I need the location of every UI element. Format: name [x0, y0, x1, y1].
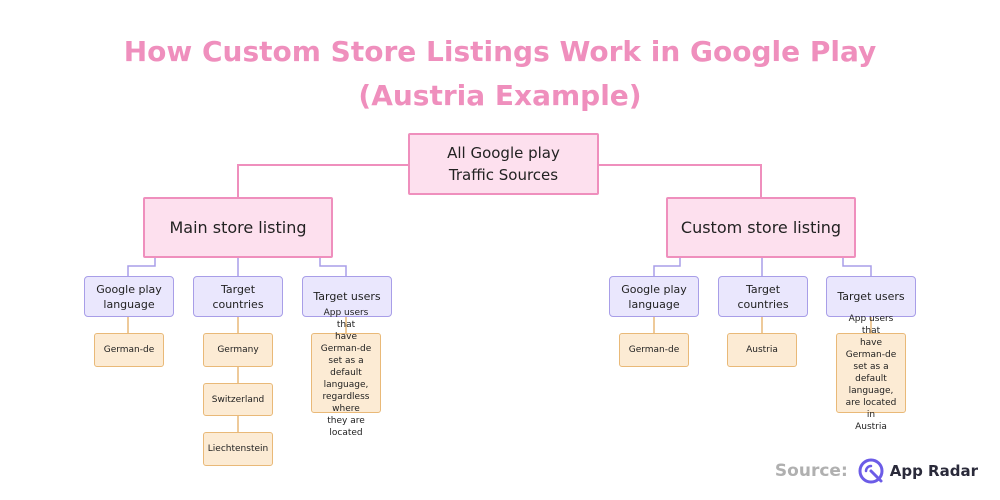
- main-users-node: Target users: [302, 276, 392, 317]
- app-radar-logo-icon: [858, 458, 884, 484]
- custom-language-line-2: language: [628, 297, 680, 311]
- app-radar-brand: App Radar: [889, 462, 978, 480]
- main-language-node: Google play language: [84, 276, 174, 317]
- main-store-listing-node: Main store listing: [143, 197, 333, 258]
- title-line-2: (Austria Example): [358, 79, 642, 112]
- main-users-desc-line: App users that: [323, 308, 369, 330]
- custom-users-desc-line: are located in: [845, 398, 897, 420]
- custom-users-desc-line: App users that: [848, 314, 894, 336]
- custom-users-desc-line: set as a default: [853, 362, 889, 384]
- custom-language-value-text: German-de: [628, 345, 680, 355]
- connector-main-users: [319, 258, 347, 276]
- custom-countries-node: Target countries: [718, 276, 808, 317]
- main-users-description: App users that have German-de set as a d…: [311, 308, 381, 438]
- custom-users-desc-line: language,: [848, 386, 894, 396]
- root-line-1: All Google play: [447, 144, 560, 162]
- custom-users-label: Target users: [837, 290, 905, 303]
- main-users-label: Target users: [313, 290, 381, 303]
- main-language-line-2: language: [103, 297, 155, 311]
- custom-store-listing-label: Custom store listing: [680, 218, 842, 237]
- main-country-liechtenstein-text: Liechtenstein: [207, 444, 269, 454]
- connector-main-language: [127, 258, 156, 276]
- main-users-desc-line: language,: [323, 380, 369, 390]
- main-country-switzerland: Switzerland: [203, 383, 273, 416]
- main-country-liechtenstein: Liechtenstein: [203, 432, 273, 466]
- root-node-traffic-sources: All Google play Traffic Sources: [408, 133, 599, 195]
- custom-users-description: App users that have German-de set as a d…: [836, 314, 906, 432]
- root-line-2: Traffic Sources: [448, 166, 559, 184]
- main-language-line-1: Google play: [96, 282, 162, 296]
- source-label: Source:: [774, 461, 848, 481]
- main-country-germany-text: Germany: [217, 345, 259, 355]
- connector-custom-users: [842, 258, 872, 276]
- custom-language-line-1: Google play: [621, 282, 687, 296]
- custom-users-desc-line: have German-de: [845, 338, 897, 360]
- custom-country-austria-text: Austria: [746, 345, 778, 355]
- main-language-value: German-de: [94, 333, 164, 367]
- main-countries-line-1: Target: [220, 282, 256, 296]
- custom-countries-line-1: Target: [745, 282, 781, 296]
- main-language-value-text: German-de: [103, 345, 155, 355]
- main-store-listing-label: Main store listing: [169, 218, 307, 237]
- main-country-germany: Germany: [203, 333, 273, 367]
- connector-custom-language: [653, 258, 681, 276]
- diagram-title: How Custom Store Listings Work in Google…: [0, 30, 1000, 118]
- main-countries-node: Target countries: [193, 276, 283, 317]
- main-users-desc-line: set as a default: [328, 356, 364, 378]
- custom-store-listing-node: Custom store listing: [666, 197, 856, 258]
- custom-country-austria: Austria: [727, 333, 797, 367]
- main-users-desc-line: regardless where: [322, 392, 370, 414]
- main-users-desc-line: they are located: [327, 416, 365, 438]
- title-line-1: How Custom Store Listings Work in Google…: [123, 35, 877, 68]
- custom-users-node: Target users: [826, 276, 916, 317]
- source-attribution: Source: App Radar: [775, 456, 978, 486]
- main-countries-line-2: countries: [212, 297, 264, 311]
- custom-users-desc-line: Austria: [855, 422, 887, 432]
- custom-countries-line-2: countries: [737, 297, 789, 311]
- main-users-desc-line: have German-de: [320, 332, 372, 354]
- custom-language-node: Google play language: [609, 276, 699, 317]
- custom-language-value: German-de: [619, 333, 689, 367]
- main-country-switzerland-text: Switzerland: [211, 394, 265, 405]
- connector-root-custom: [599, 164, 762, 197]
- connector-root-main: [237, 164, 408, 197]
